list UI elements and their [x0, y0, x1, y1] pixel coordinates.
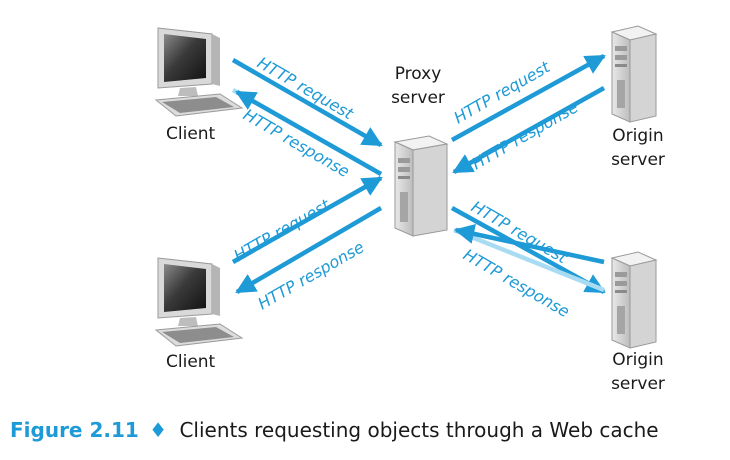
arrow-tr-response: [452, 86, 606, 174]
arrow-tl-response: [235, 90, 383, 176]
proxy-label-line1: Proxy: [394, 64, 442, 84]
client-top-computer-icon: [154, 27, 244, 117]
label-bl-request: HTTP request: [231, 195, 334, 266]
origin-bottom-label-line2: server: [611, 374, 665, 394]
origin-top-label-line1: Origin: [612, 126, 664, 146]
arrow-tl-request: [231, 58, 383, 147]
origin-bottom-label-line1: Origin: [612, 350, 664, 370]
arrow-br-response: [453, 227, 605, 293]
origin-server-bottom-icon: [610, 251, 658, 349]
proxy-server-icon: [393, 135, 449, 237]
arrow-bl-request: [231, 176, 383, 264]
figure-caption: Figure 2.11 ♦ Clients requesting objects…: [10, 418, 659, 442]
arrow-br-response-dark: [454, 223, 605, 265]
arrow-bl-response: [235, 206, 383, 294]
proxy-server-label: Proxy server: [388, 62, 448, 110]
client-bottom-computer-icon: [154, 257, 244, 347]
origin-top-label-line2: server: [611, 150, 665, 170]
origin-server-top-icon: [610, 25, 658, 123]
origin-server-top-label: Origin server: [608, 124, 668, 172]
origin-server-bottom-label: Origin server: [608, 348, 668, 396]
figure-number: Figure 2.11: [10, 418, 139, 442]
caption-separator: ♦: [149, 418, 168, 442]
client-bottom-label: Client: [166, 352, 216, 372]
arrow-tr-request: [450, 54, 606, 142]
caption-text: Clients requesting objects through a Web…: [179, 418, 659, 442]
client-top-label: Client: [166, 124, 216, 144]
proxy-label-line2: server: [391, 88, 445, 108]
